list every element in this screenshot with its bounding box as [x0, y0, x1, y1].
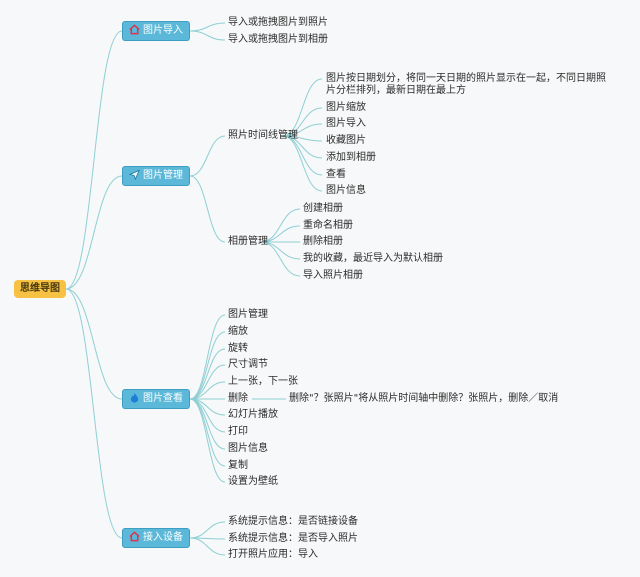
leaf-copy: 复制 [228, 460, 248, 471]
leaf-print: 打印 [228, 426, 248, 437]
category-image-import: 图片导入 [122, 21, 190, 41]
leaf-default-albums: 我的收藏，最近导入为默认相册 [303, 253, 443, 264]
branch-line [189, 364, 226, 400]
root-node: 思维导图 [14, 280, 66, 298]
leaf-create-album: 创建相册 [303, 203, 343, 214]
category-image-viewing: 图片查看 [122, 389, 190, 409]
home-icon [129, 24, 140, 35]
leaf-import-to-photos: 导入或拖拽图片到照片 [228, 17, 328, 28]
category-label: 图片导入 [143, 25, 183, 36]
leaf-delete: 删除 [228, 393, 248, 404]
leaf-prev-next: 上一张，下一张 [228, 376, 298, 387]
leaf-delete-album: 删除相册 [303, 236, 343, 247]
leaf-zoom: 缩放 [228, 326, 248, 337]
branch-line [189, 22, 226, 32]
branch-line [260, 241, 301, 277]
flame-icon [130, 392, 139, 403]
leaf-prompt-connect-device: 系统提示信息：是否链接设备 [228, 516, 358, 527]
branch-line [189, 521, 226, 539]
leaf-view-image-management: 图片管理 [228, 309, 268, 320]
group-timeline-management: 照片时间线管理 [228, 130, 298, 141]
branch-line [260, 208, 301, 243]
branch-line [189, 314, 226, 400]
leaf-image-import: 图片导入 [326, 118, 366, 129]
leaf-image-info: 图片信息 [326, 185, 366, 196]
branch-line [189, 537, 226, 556]
leaf-prompt-import-photos: 系统提示信息：是否导入照片 [228, 533, 358, 544]
branch-line [189, 398, 226, 467]
branch-line [189, 398, 226, 483]
leaf-import-photo-album: 导入照片相册 [303, 270, 363, 281]
category-image-management: 图片管理 [122, 166, 190, 186]
branch-line [189, 175, 226, 243]
root-to-category-line [65, 175, 123, 290]
leaf-image-zoom: 图片缩放 [326, 102, 366, 113]
branch-line [282, 78, 323, 137]
send-icon [129, 169, 140, 180]
branch-line [282, 107, 323, 137]
category-connect-device: 接入设备 [122, 528, 190, 548]
branch-line [189, 30, 226, 41]
branch-line [189, 331, 226, 400]
leaf-view-image-info: 图片信息 [228, 443, 268, 454]
leaf-delete-note: 删除"？张照片"将从照片时间轴中删除？张照片，删除／取消 [289, 393, 559, 404]
category-label: 图片查看 [143, 393, 183, 404]
leaf-slideshow: 幻灯片播放 [228, 409, 278, 420]
leaf-view: 查看 [326, 169, 346, 180]
branch-line [189, 135, 226, 177]
leaf-date-grouping: 图片按日期划分，将同一天日期的照片显示在一起，不同日期照片分栏排列，最新日期在最… [326, 73, 606, 96]
leaf-open-photos-import: 打开照片应用：导入 [228, 549, 318, 560]
leaf-import-to-album: 导入或拖拽图片到相册 [228, 34, 328, 45]
leaf-rotate: 旋转 [228, 343, 248, 354]
leaf-add-to-album: 添加到相册 [326, 152, 376, 163]
category-label: 接入设备 [143, 532, 183, 543]
root-to-category-line [65, 30, 123, 290]
leaf-resize: 尺寸调节 [228, 359, 268, 370]
leaf-rename-album: 重命名相册 [303, 220, 353, 231]
home-icon [129, 531, 140, 542]
root-to-category-line [65, 288, 123, 400]
leaf-favorite-image: 收藏图片 [326, 135, 366, 146]
leaf-set-wallpaper: 设置为壁纸 [228, 476, 278, 487]
branch-line [189, 398, 226, 433]
branch-line [282, 135, 323, 192]
root-to-category-line [65, 288, 123, 539]
group-album-management: 相册管理 [228, 236, 268, 247]
category-label: 图片管理 [143, 170, 183, 181]
